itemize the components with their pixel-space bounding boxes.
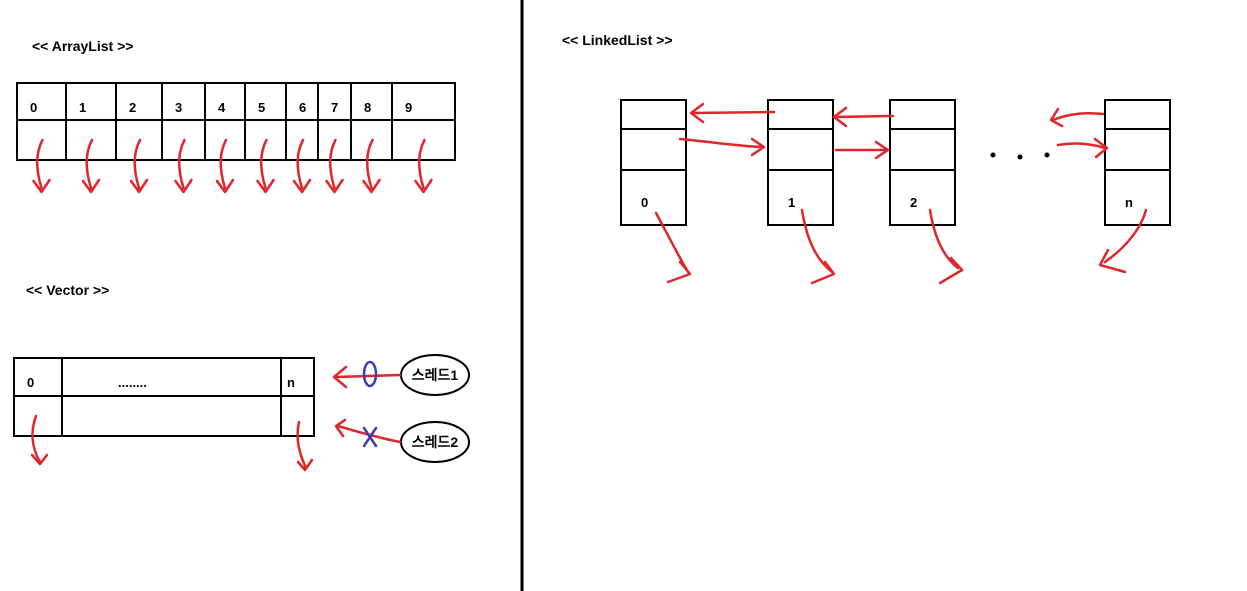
thread-1-access-arrow	[332, 365, 402, 389]
arraylist-index-label: 8	[364, 100, 371, 115]
vector-array: 0 ........ n	[13, 357, 315, 472]
arraylist-element-arrow	[362, 138, 381, 194]
linkedlist-node: n	[1104, 99, 1171, 226]
vector-title: << Vector >>	[26, 282, 109, 298]
arraylist-element-arrow	[325, 138, 344, 194]
node-value-label: 1	[788, 195, 795, 210]
lock-blocked-mark	[362, 426, 378, 448]
continuation-dot	[990, 152, 996, 158]
next-link-arrow	[1056, 137, 1109, 159]
vector-first-index: 0	[27, 375, 34, 390]
continuation-dot	[1044, 152, 1050, 158]
thread-2-label: 스레드2	[412, 434, 459, 450]
arraylist-index-label: 0	[30, 100, 37, 115]
linkedlist-title: << LinkedList >>	[562, 32, 673, 48]
linkedlist-node: 1	[767, 99, 834, 226]
thread-1: 스레드1	[332, 354, 470, 396]
arraylist-index-label: 6	[299, 100, 306, 115]
node-value-label: 2	[910, 195, 917, 210]
vector-element-arrow	[30, 414, 49, 466]
node-value-label: 0	[641, 195, 648, 210]
prev-link-arrow	[832, 106, 895, 128]
lock-acquired-mark	[362, 360, 378, 388]
node-value-arrow	[654, 211, 692, 284]
node-outline	[767, 99, 834, 226]
node-value-arrow	[800, 208, 836, 285]
arraylist-element-arrow	[215, 138, 235, 194]
arraylist-index-label: 7	[331, 100, 338, 115]
arraylist-index-label: 1	[79, 100, 86, 115]
arraylist-element-arrow	[129, 138, 149, 194]
node-outline	[889, 99, 956, 226]
arraylist-index-label: 9	[405, 100, 412, 115]
arraylist-outline	[16, 82, 456, 161]
arraylist-index-label: 5	[258, 100, 265, 115]
node-value-arrow	[928, 208, 964, 285]
continuation-dot	[1017, 154, 1023, 160]
next-link-arrow	[678, 137, 766, 157]
arraylist-section: << ArrayList >> 0 1 2 3 4 5 6 7 8 9	[16, 38, 456, 194]
prev-link-arrow	[689, 102, 776, 124]
arraylist-index-label: 3	[175, 100, 182, 115]
vector-last-index: n	[287, 375, 295, 390]
thread-1-label: 스레드1	[412, 367, 459, 383]
arraylist-element-arrow	[32, 138, 51, 194]
linkedlist-section: << LinkedList >> 0 1 2 n	[562, 32, 1171, 285]
thread-2: 스레드2	[334, 418, 470, 463]
arraylist-index-label: 2	[129, 100, 136, 115]
arraylist-element-arrow	[292, 138, 312, 194]
linkedlist-node: 2	[889, 99, 956, 226]
arraylist-index-label: 4	[218, 100, 226, 115]
node-outline	[620, 99, 687, 226]
node-outline	[1104, 99, 1171, 226]
vector-ellipsis: ........	[118, 375, 147, 390]
arraylist-array: 0 1 2 3 4 5 6 7 8 9	[16, 82, 456, 194]
node-value-arrow	[1098, 208, 1148, 274]
node-value-label: n	[1125, 195, 1133, 210]
arraylist-element-arrow	[414, 138, 433, 194]
arraylist-element-arrow	[174, 138, 193, 194]
next-link-arrow	[834, 140, 890, 160]
vector-section: << Vector >> 0 ........ n 스레드1 스레드2	[13, 282, 470, 472]
arraylist-title: << ArrayList >>	[32, 38, 133, 54]
linkedlist-node: 0	[620, 99, 687, 226]
arraylist-element-arrow	[256, 138, 275, 194]
arraylist-element-arrow	[81, 138, 101, 194]
vector-element-arrow	[296, 420, 314, 472]
prev-link-arrow	[1049, 107, 1105, 128]
